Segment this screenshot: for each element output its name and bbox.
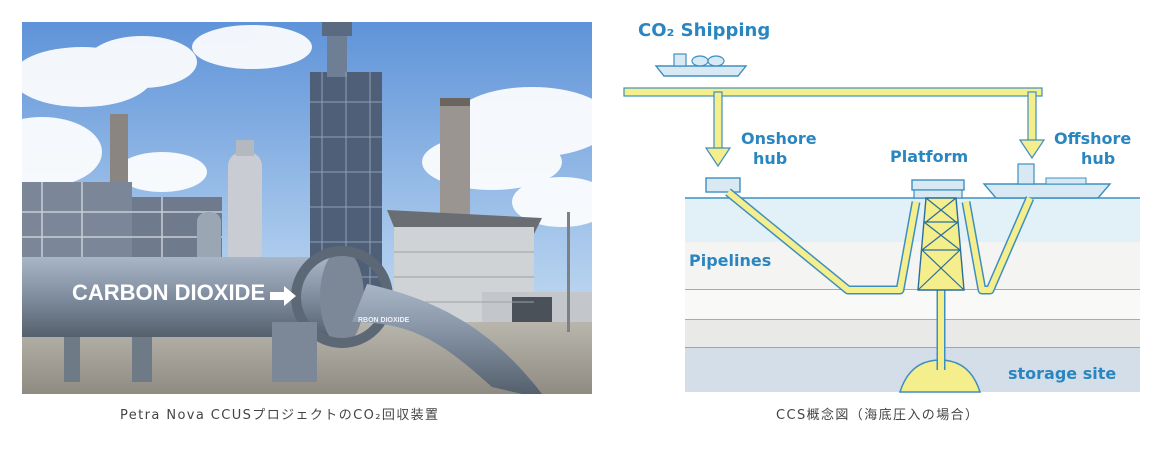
onshore-hub-label: Onshore xyxy=(741,129,817,148)
arrow-down-icon xyxy=(1018,139,1046,160)
rock-layer xyxy=(685,320,1140,348)
arrow-down-icon xyxy=(704,147,732,168)
onshore-hub-label-2: hub xyxy=(753,149,787,168)
storage-site-label: storage site xyxy=(1008,364,1116,383)
ccs-diagram: CO₂ Shipping Onshore hub Platform Offsho… xyxy=(610,0,1175,400)
shipping-route xyxy=(623,87,1046,168)
platform-label: Platform xyxy=(890,147,968,166)
arrow-icon xyxy=(270,286,296,306)
onshore-hub-icon xyxy=(705,177,741,193)
ship-icon xyxy=(654,53,748,77)
pipe-label-small: RBON DIOXIDE xyxy=(358,317,410,324)
offshore-hub-label: Offshore xyxy=(1054,129,1131,148)
pipe-label-large: CARBON DIOXIDE xyxy=(72,280,265,305)
diagram-title: CO₂ Shipping xyxy=(638,20,770,41)
photo-caption: Petra Nova CCUSプロジェクトのCO₂回収装置 xyxy=(120,408,440,423)
offshore-ship-icon xyxy=(982,163,1112,199)
pipelines xyxy=(725,188,1035,370)
pipelines-label: Pipelines xyxy=(689,251,771,270)
offshore-hub-label-2: hub xyxy=(1081,149,1115,168)
platform-icon xyxy=(911,179,965,291)
plant-photo: CARBON DIOXIDE RBON DIOXIDE xyxy=(22,22,592,394)
seabed-layer xyxy=(685,242,1140,290)
diagram-caption: CCS概念図（海底圧入の場合） xyxy=(776,408,980,423)
